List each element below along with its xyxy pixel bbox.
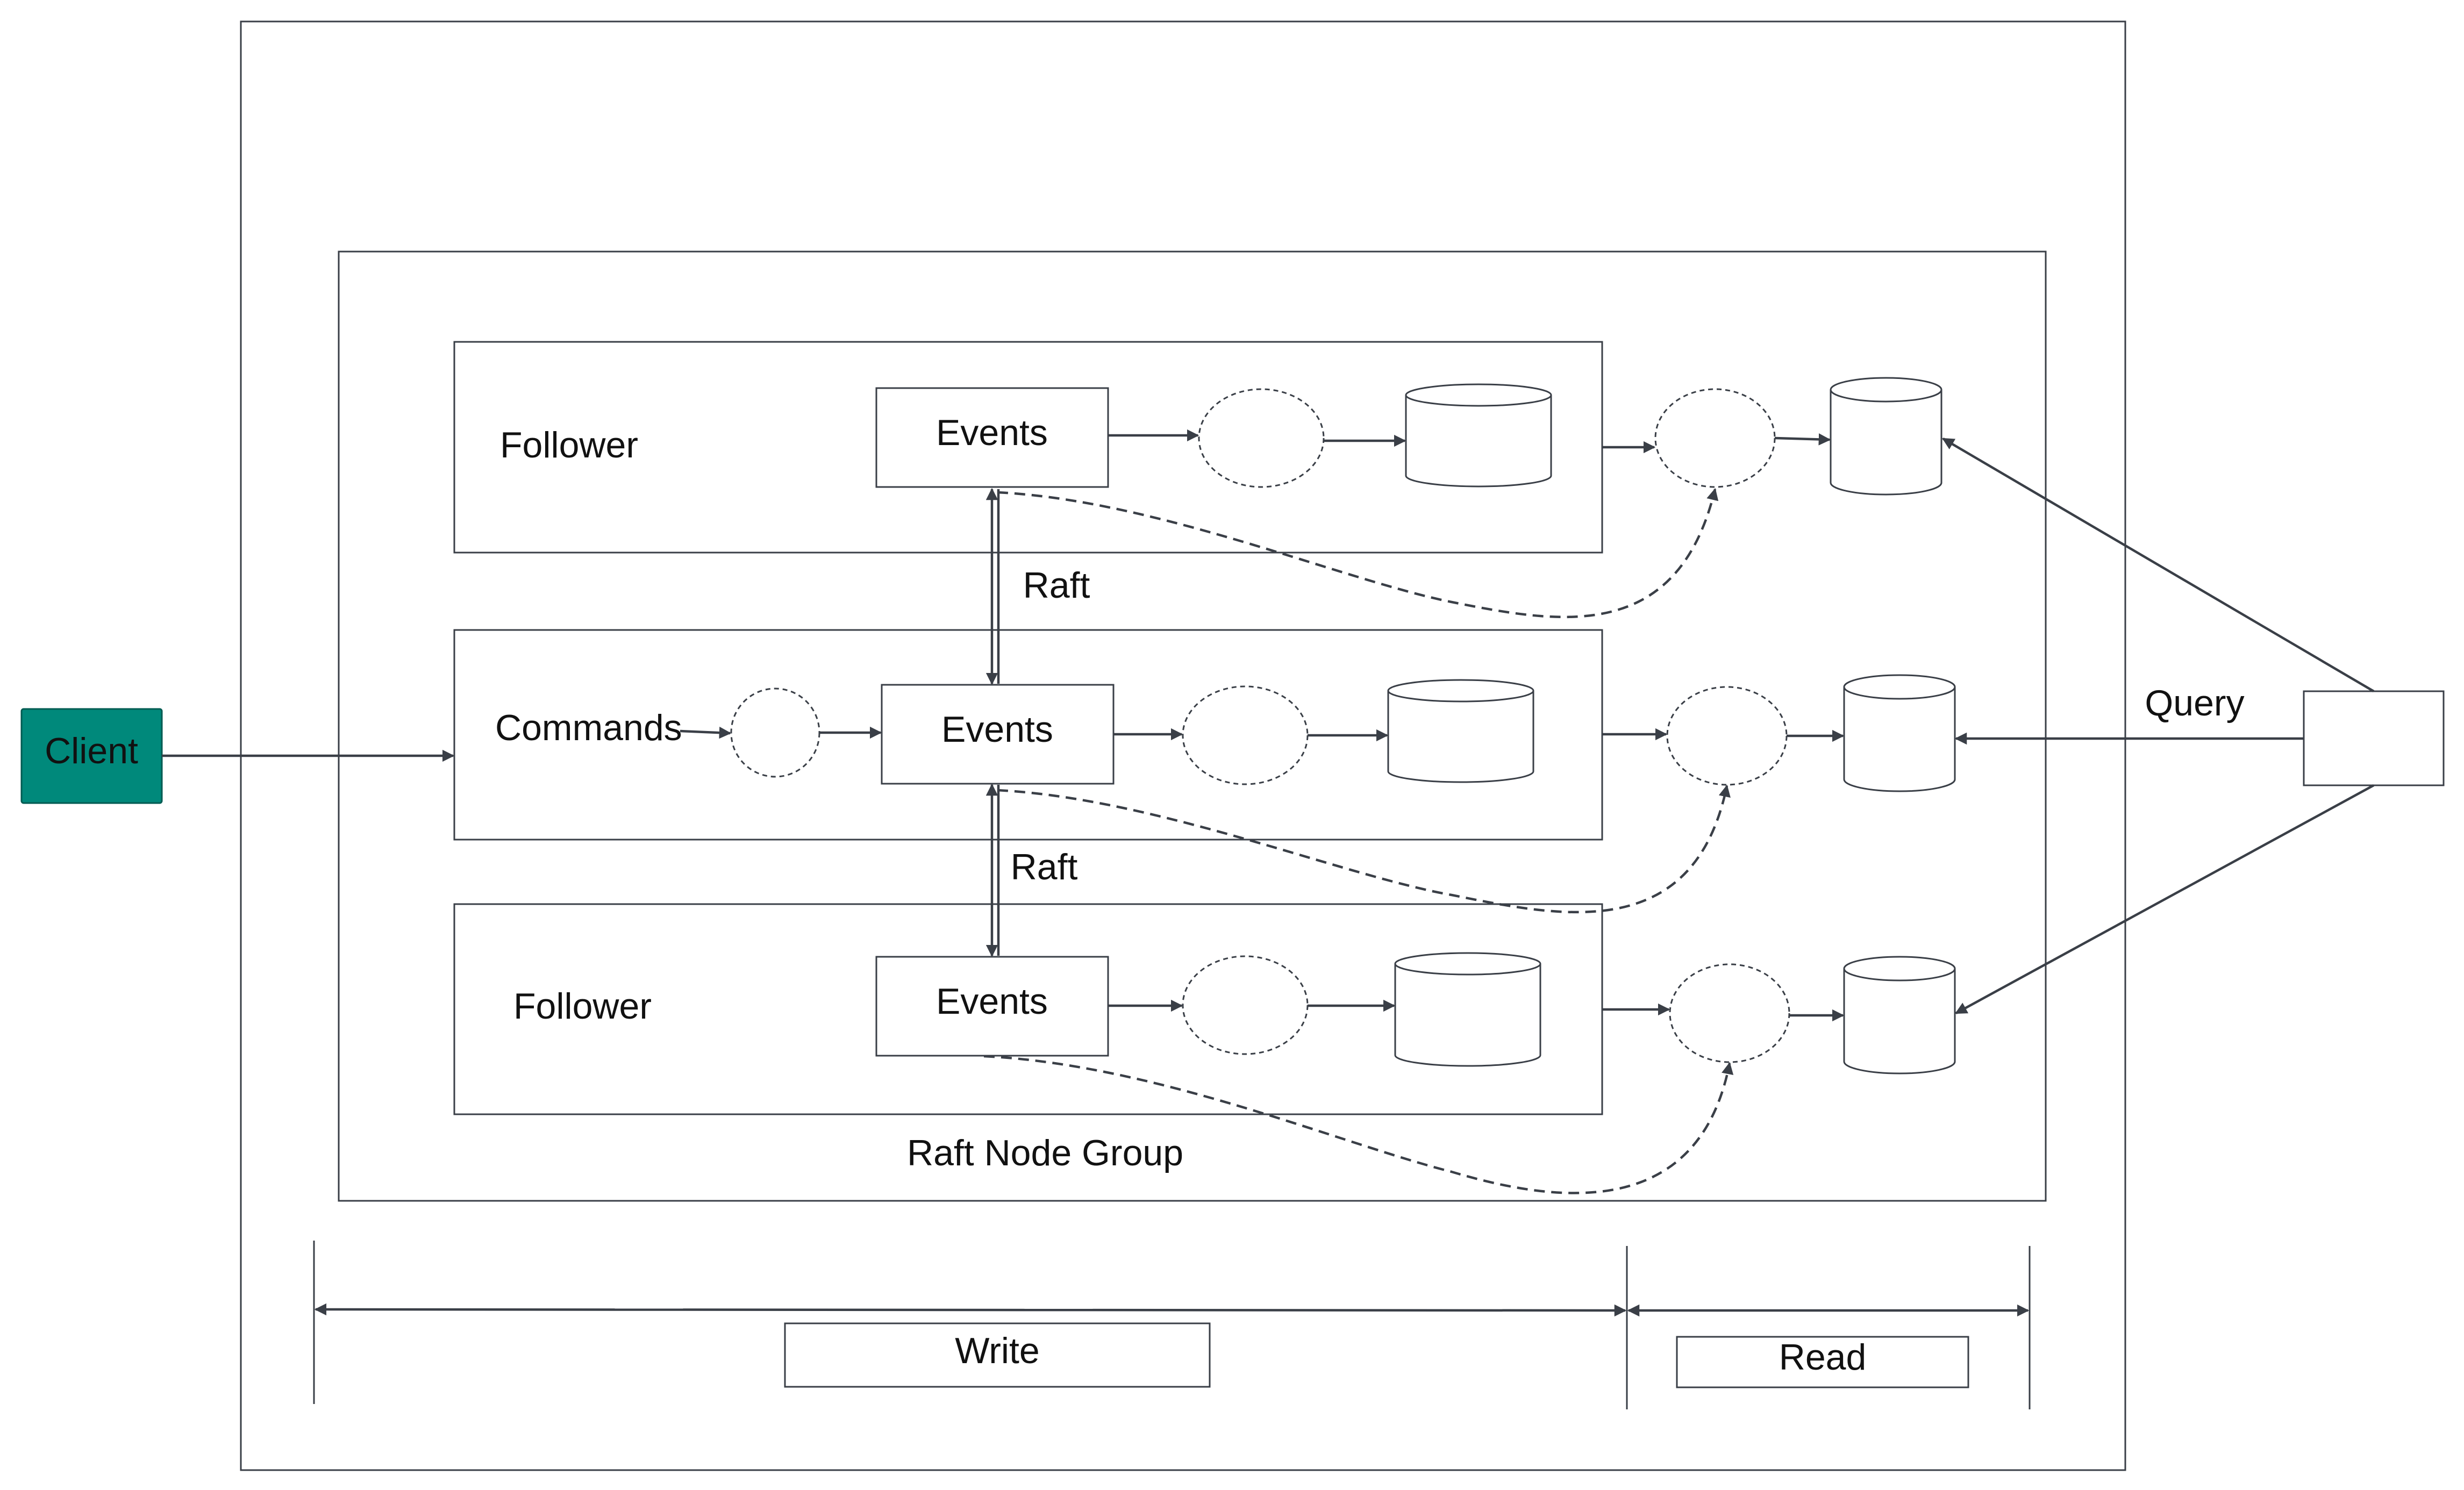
command-handler-ellipse	[730, 687, 820, 778]
read-label-box	[1676, 1336, 1969, 1388]
query-label: Query	[2145, 683, 2244, 723]
database-icon	[1405, 383, 1552, 488]
client-label: Client	[45, 730, 138, 771]
projector-ellipse-middle	[1182, 685, 1309, 785]
follower-label-bottom: Follower	[513, 986, 652, 1027]
events-label-bottom: Events	[936, 981, 1048, 1022]
events-box-middle	[881, 684, 1115, 785]
commands-label: Commands	[495, 707, 682, 748]
read-projector-ellipse-middle	[1666, 686, 1788, 786]
edge-query-to-store-top	[1942, 438, 2375, 692]
write-label-box	[784, 1322, 1211, 1388]
follower-label-top: Follower	[500, 425, 638, 465]
read-label: Read	[1779, 1337, 1867, 1378]
edge-read-projector-to-store-top	[1774, 433, 1831, 446]
write-label: Write	[955, 1330, 1039, 1371]
edge-query-to-store-bottom	[1955, 784, 2375, 1014]
raft-label-top: Raft	[1023, 565, 1090, 606]
read-projector-ellipse-top	[1654, 388, 1776, 488]
outer-frame	[240, 20, 2126, 1471]
database-icon	[1843, 674, 1956, 792]
events-label-top: Events	[936, 412, 1048, 453]
projector-ellipse-top	[1198, 388, 1325, 488]
events-box-top	[875, 387, 1109, 488]
database-icon	[1843, 956, 1956, 1074]
edge-commands-to-handler	[680, 726, 732, 739]
raft-node-group-frame	[338, 250, 2047, 1202]
events-label-middle: Events	[941, 709, 1053, 750]
raft-label-bottom: Raft	[1011, 847, 1078, 887]
dashed-edge-bottom	[983, 1055, 1734, 1194]
query-service-box	[2303, 690, 2445, 786]
database-icon	[1830, 377, 1942, 496]
database-icon	[1387, 679, 1534, 783]
write-span-arrow	[314, 1303, 1627, 1317]
dashed-edge-top	[997, 488, 1719, 619]
projector-ellipse-bottom	[1182, 955, 1309, 1055]
raft-node-group-label: Raft Node Group	[907, 1133, 1183, 1173]
events-box-bottom	[875, 956, 1109, 1057]
read-projector-ellipse-bottom	[1669, 963, 1790, 1063]
database-icon	[1394, 952, 1541, 1067]
dashed-edge-middle	[997, 784, 1731, 914]
